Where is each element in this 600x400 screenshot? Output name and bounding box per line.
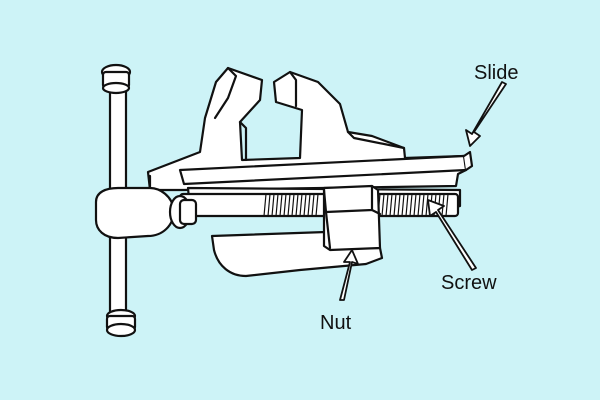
nut-label: Nut: [320, 312, 352, 334]
callout-arrows: [339, 81, 507, 301]
screw-threads: [263, 193, 449, 217]
screw-head: [94, 186, 176, 240]
screw-arrow: [427, 199, 477, 271]
nut-arrow: [339, 249, 359, 301]
slide-label: Slide: [474, 62, 519, 84]
screw-label: Screw: [441, 272, 497, 294]
slide-arrow: [465, 81, 507, 147]
